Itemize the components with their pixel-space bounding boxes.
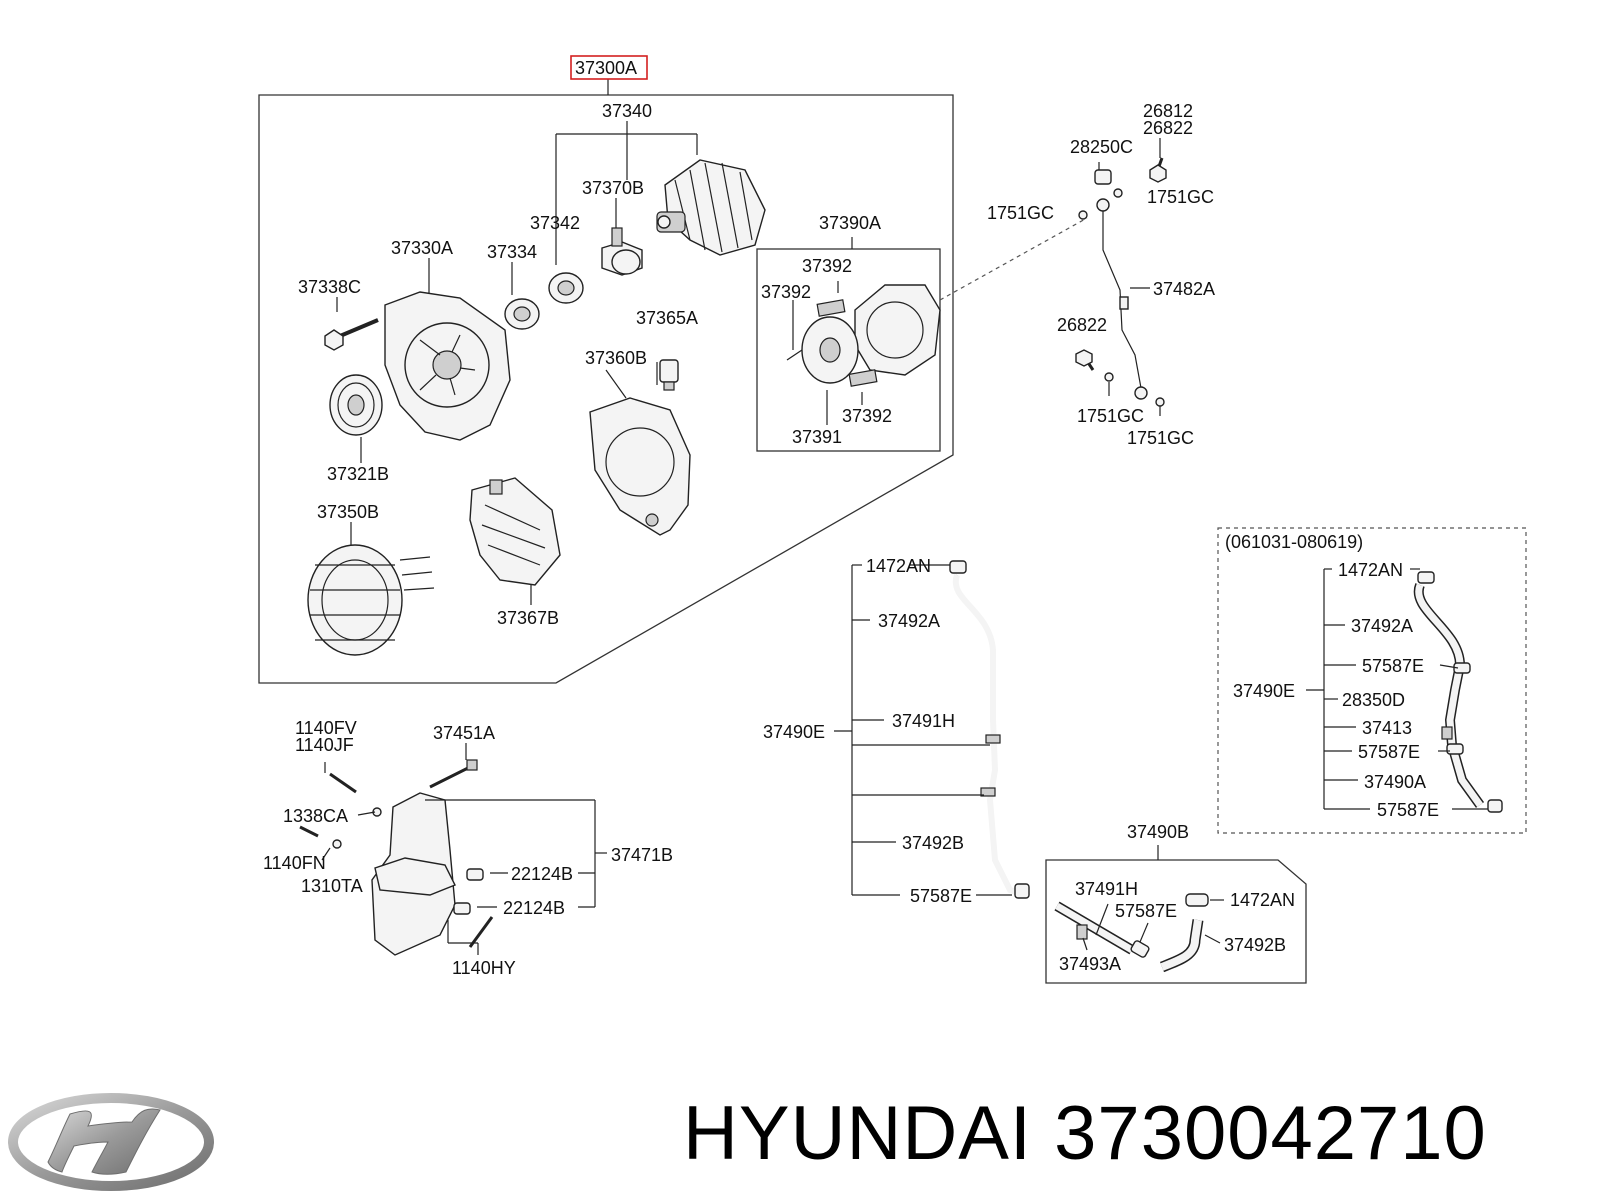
- callout-37490B: 37490B: [1127, 822, 1189, 842]
- callout-37471B: 37471B: [611, 845, 673, 865]
- callout-57587E-right-1: 57587E: [1362, 656, 1424, 676]
- regulator-drawing: [659, 359, 679, 391]
- callout-37334: 37334: [487, 242, 537, 262]
- rear-bracket-drawing: [589, 397, 691, 536]
- slip-ring-drawing: [601, 227, 643, 276]
- callout-37365A: 37365A: [636, 308, 698, 328]
- callout-37330A: 37330A: [391, 238, 453, 258]
- callout-1140FV: 1140FV: [295, 718, 357, 738]
- callout-1140FN: 1140FN: [263, 853, 326, 873]
- bolt-37338C-drawing: [324, 318, 379, 351]
- callout-1472AN-right: 1472AN: [1338, 560, 1403, 580]
- callout-57587E-box: 57587E: [1115, 901, 1177, 921]
- callout-1140HY: 1140HY: [452, 958, 516, 978]
- alternator-assembly-frame: [258, 55, 954, 684]
- callout-26822-top: 26822: [1143, 118, 1193, 138]
- front-bracket-drawing: [384, 291, 511, 441]
- callout-37350B: 37350B: [317, 502, 379, 522]
- leader-lines-main: [336, 121, 698, 605]
- callout-28350D: 28350D: [1342, 690, 1405, 710]
- callout-labels: 37300A 37340 37370B 37342 37334 37330A 3…: [263, 58, 1439, 978]
- vacuum-pump-drawing: [786, 284, 941, 387]
- rectifier-drawing: [469, 477, 561, 586]
- callout-1751GC-left: 1751GC: [987, 203, 1054, 223]
- callout-37492A-right: 37492A: [1351, 616, 1413, 636]
- callout-37490E-center: 37490E: [763, 722, 825, 742]
- callout-37392-top: 37392: [802, 256, 852, 276]
- callout-1472AN-box: 1472AN: [1230, 890, 1295, 910]
- bearing-37342-drawing: [548, 272, 584, 304]
- callout-37392-bottom: 37392: [842, 406, 892, 426]
- callout-37391: 37391: [792, 427, 842, 447]
- stator-drawing: [307, 544, 435, 656]
- callout-37390A: 37390A: [819, 213, 881, 233]
- callout-37321B: 37321B: [327, 464, 389, 484]
- callout-1751GC-bottom-right: 1751GC: [1127, 428, 1194, 448]
- callout-37338C: 37338C: [298, 277, 361, 297]
- pipe-37490B-frame: [1045, 845, 1307, 984]
- callout-37451A: 37451A: [433, 723, 495, 743]
- callout-date-range: (061031-080619): [1225, 532, 1363, 552]
- highlight-box-37300A: [570, 55, 648, 80]
- callout-22124B-bottom: 22124B: [503, 898, 565, 918]
- callout-37492B-center: 37492B: [902, 833, 964, 853]
- callout-37340: 37340: [602, 101, 652, 121]
- callout-37490A: 37490A: [1364, 772, 1426, 792]
- bracket-assembly-drawing: [299, 743, 607, 956]
- hyundai-logo-icon: [8, 1093, 214, 1191]
- callout-37367B: 37367B: [497, 608, 559, 628]
- bearing-37334-drawing: [504, 298, 540, 330]
- callout-22124B-top: 22124B: [511, 864, 573, 884]
- callout-57587E-right-2: 57587E: [1358, 742, 1420, 762]
- callout-1140JF: 1140JF: [295, 735, 354, 755]
- callout-28250C: 28250C: [1070, 137, 1133, 157]
- callout-1310TA: 1310TA: [301, 876, 363, 896]
- callout-1338CA: 1338CA: [283, 806, 348, 826]
- callout-37493A: 37493A: [1059, 954, 1121, 974]
- callout-37492B-box: 37492B: [1224, 935, 1286, 955]
- brand-part-number: HYUNDAI 3730042710: [683, 1091, 1487, 1176]
- vacuum-pump-frame: [756, 217, 1088, 452]
- callout-37392-left: 37392: [761, 282, 811, 302]
- callout-37413: 37413: [1362, 718, 1412, 738]
- callout-37342: 37342: [530, 213, 580, 233]
- callout-37490E-right: 37490E: [1233, 681, 1295, 701]
- callout-57587E-right-3: 57587E: [1377, 800, 1439, 820]
- rotor-drawing: [656, 159, 766, 256]
- callout-37491H-box: 37491H: [1075, 879, 1138, 899]
- callout-26812: 26812: [1143, 101, 1193, 121]
- callout-37482A: 37482A: [1153, 279, 1215, 299]
- pulley-drawing: [329, 374, 383, 436]
- callout-57587E-center: 57587E: [910, 886, 972, 906]
- hose-group-right-frame: [1217, 527, 1527, 834]
- callout-1751GC-right: 1751GC: [1147, 187, 1214, 207]
- callout-37360B: 37360B: [585, 348, 647, 368]
- callout-1472AN-center: 1472AN: [866, 556, 931, 576]
- callout-37300A: 37300A: [575, 58, 637, 78]
- callout-37491H-center: 37491H: [892, 711, 955, 731]
- callout-26822-mid: 26822: [1057, 315, 1107, 335]
- hose-group-center-drawing: [834, 560, 1030, 899]
- vacuum-hose-drawing: [1075, 138, 1167, 416]
- callout-37370B: 37370B: [582, 178, 644, 198]
- callout-1751GC-bottom-left: 1751GC: [1077, 406, 1144, 426]
- callout-37492A-center: 37492A: [878, 611, 940, 631]
